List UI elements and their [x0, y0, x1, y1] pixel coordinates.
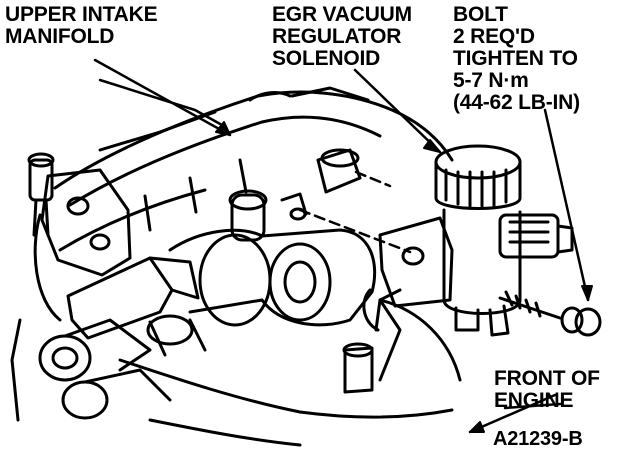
label-line: 5-7 N·m	[453, 69, 529, 92]
label-line: MANIFOLD	[5, 25, 115, 48]
throttle-linkage-bracket	[66, 256, 207, 357]
label-line: REGULATOR	[272, 25, 402, 48]
mounting-bracket-left	[40, 168, 132, 277]
label-line: SOLENOID	[272, 47, 381, 70]
lower-intake-manifold	[118, 298, 462, 447]
label-egr-vacuum-regulator-solenoid: EGR VACUUM REGULATOR SOLENOID	[272, 4, 412, 70]
vacuum-fitting-left	[27, 152, 55, 237]
throttle-body	[168, 189, 377, 327]
label-line: 2 REQ'D	[453, 25, 535, 48]
label-line: TIGHTEN TO	[453, 47, 578, 70]
label-line: ENGINE	[494, 389, 574, 412]
leader-lines	[93, 58, 590, 434]
solenoid-bracket	[362, 216, 454, 332]
label-line: BOLT	[453, 3, 508, 26]
label-line: (44-62 LB-IN)	[453, 91, 580, 114]
label-upper-intake-manifold: UPPER INTAKE MANIFOLD	[5, 3, 158, 48]
figure-id: A21239-B	[493, 428, 583, 450]
vacuum-port-upper	[280, 148, 362, 221]
label-bolt-spec: BOLT 2 REQ'D TIGHTEN TO 5-7 N·m (44-62 L…	[453, 4, 580, 114]
label-front-of-engine: FRONT OF ENGINE	[494, 368, 600, 412]
label-line: UPPER INTAKE	[5, 3, 158, 26]
upper-intake-manifold	[33, 86, 454, 322]
intake-runner-left	[10, 318, 172, 422]
mounting-bolt	[498, 290, 602, 337]
egr-vacuum-regulator-solenoid	[434, 144, 574, 337]
arrowheads	[215, 121, 593, 433]
label-line: EGR VACUUM	[272, 3, 412, 26]
label-line: FRONT OF	[494, 367, 600, 390]
alignment-dashed-line	[298, 170, 412, 254]
